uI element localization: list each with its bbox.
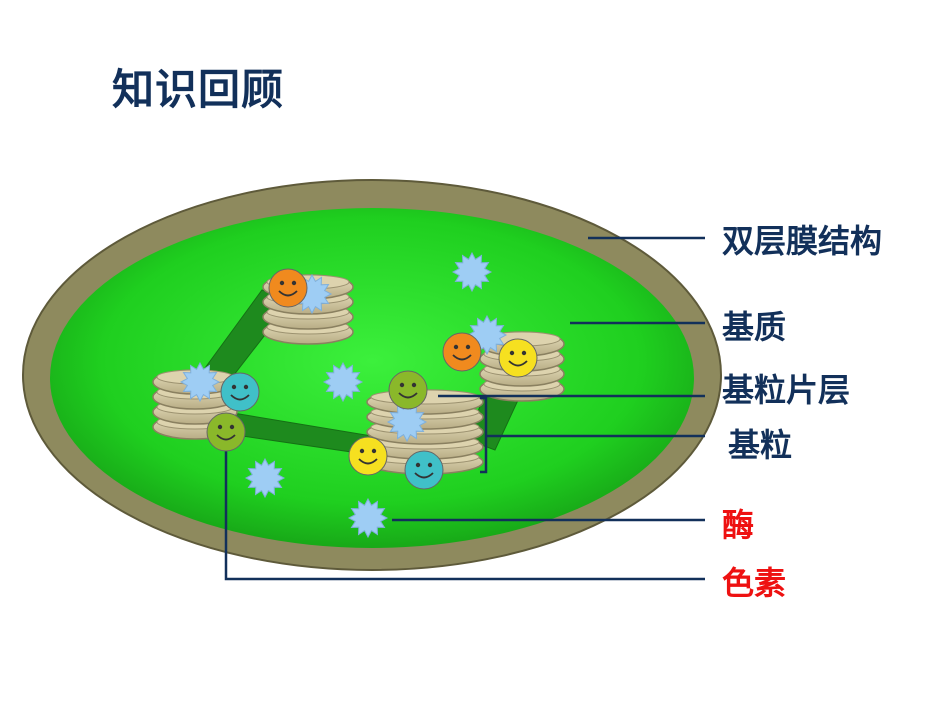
star-enzyme-icon bbox=[179, 361, 221, 403]
smiley-pigment-icon bbox=[498, 338, 538, 378]
label-enzyme: 酶 bbox=[722, 506, 755, 544]
page-title: 知识回顾 bbox=[112, 65, 285, 114]
label-stroma: 基质 bbox=[722, 308, 787, 346]
star-enzyme-icon bbox=[466, 314, 508, 356]
star-enzyme-icon bbox=[451, 251, 493, 293]
smiley-pigment-icon bbox=[268, 268, 308, 308]
smiley-pigment-icon bbox=[388, 370, 428, 410]
smiley-pigment-icon bbox=[442, 332, 482, 372]
smiley-pigment-icon bbox=[220, 372, 260, 412]
label-grana-lamella: 基粒片层 bbox=[722, 371, 851, 409]
label-pigment: 色素 bbox=[722, 564, 787, 602]
smiley-pigment-icon bbox=[348, 436, 388, 476]
star-enzyme-icon bbox=[386, 401, 428, 443]
smiley-pigment-icon bbox=[404, 450, 444, 490]
smiley-pigment-icon bbox=[206, 412, 246, 452]
stroma bbox=[50, 208, 694, 548]
star-enzyme-icon bbox=[347, 497, 389, 539]
leader-lines bbox=[224, 236, 705, 581]
star-enzyme-icon bbox=[322, 361, 364, 403]
leader-line-pigment bbox=[224, 448, 705, 581]
star-enzyme-icon bbox=[244, 457, 286, 499]
label-double-membrane: 双层膜结构 bbox=[722, 222, 883, 260]
label-granum: 基粒 bbox=[728, 426, 793, 464]
